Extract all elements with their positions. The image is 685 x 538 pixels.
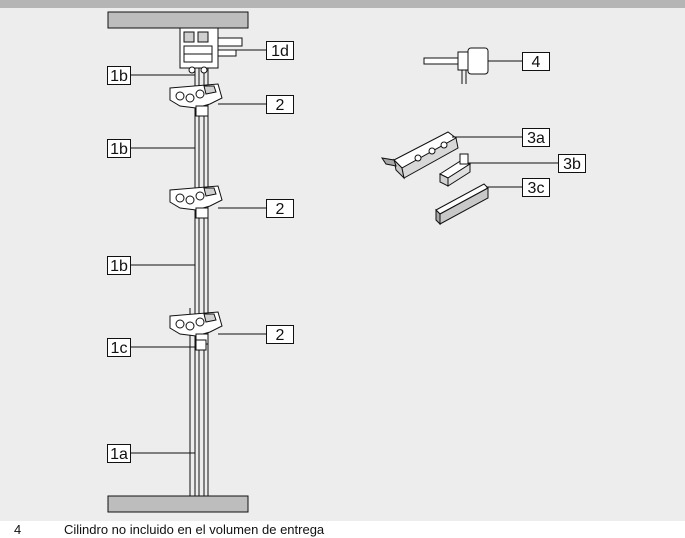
keeper-block-low xyxy=(169,311,223,345)
callout-2-top: 2 xyxy=(266,95,294,114)
connector-1c xyxy=(195,339,207,351)
rod-assembly xyxy=(189,44,209,496)
callout-2-low: 2 xyxy=(266,325,294,344)
callout-1b-top: 1b xyxy=(107,66,131,85)
callout-3c: 3c xyxy=(522,178,550,197)
callout-1b-mid: 1b xyxy=(107,139,131,158)
diagram-panel: 1d 1b 2 1b 2 1b 2 1c 1a 4 3a 3b 3c xyxy=(0,8,685,521)
part-3a xyxy=(380,131,459,180)
part-3c xyxy=(435,183,489,226)
callout-3b: 3b xyxy=(558,154,586,173)
callout-1c: 1c xyxy=(107,338,131,357)
cylinder-part-4 xyxy=(423,47,489,84)
callout-4: 4 xyxy=(522,52,550,71)
keeper-block-mid xyxy=(169,185,223,219)
gear-box-1d xyxy=(179,27,243,74)
part-3b xyxy=(438,153,472,187)
callout-2-mid: 2 xyxy=(266,199,294,218)
espagnolette-diagram xyxy=(107,11,558,513)
footnote: 4 Cilindro no incluido en el volumen de … xyxy=(0,521,685,538)
callout-1a: 1a xyxy=(107,444,131,463)
top-band xyxy=(0,0,685,8)
footnote-key: 4 xyxy=(14,522,22,537)
callout-1b-low: 1b xyxy=(107,256,131,275)
keeper-block-top xyxy=(169,83,223,117)
callout-1d: 1d xyxy=(266,41,294,60)
bottom-frame-bar xyxy=(107,495,249,513)
top-frame-bar xyxy=(107,11,249,29)
leader-lines xyxy=(126,49,558,454)
callout-3a: 3a xyxy=(522,128,550,147)
footnote-text: Cilindro no incluido en el volumen de en… xyxy=(64,522,325,537)
